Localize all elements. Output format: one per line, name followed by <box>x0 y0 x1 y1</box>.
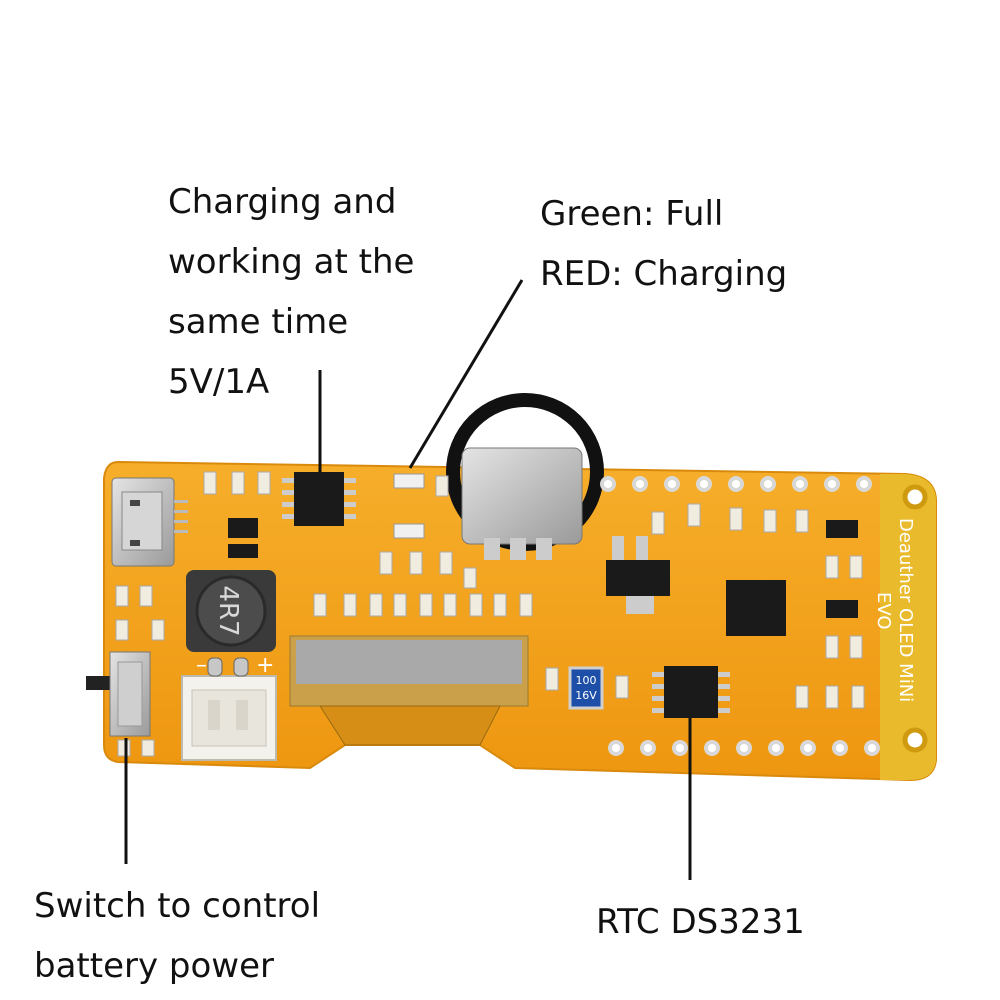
switch-label-line: Switch to control <box>34 886 321 926</box>
led-label: Green: Full RED: Charging <box>540 184 787 304</box>
micro-usb-port <box>111 477 188 567</box>
mounting-hole <box>902 484 928 510</box>
charging-ic <box>282 472 356 526</box>
led-label-line: RED: Charging <box>540 254 788 294</box>
charging-label-line: 5V/1A <box>168 362 270 402</box>
callout-lines <box>124 279 692 880</box>
switch-label-line: battery power <box>34 946 274 986</box>
inductor: 4R7 <box>186 570 276 652</box>
oled-flex-connector <box>289 635 529 746</box>
microcontroller <box>726 580 786 636</box>
mounting-hole <box>902 727 928 753</box>
connector-minus-mark: – <box>196 653 207 678</box>
rtc-label: RTC DS3231 <box>596 892 805 952</box>
inductor-marking: 4R7 <box>213 585 243 636</box>
silkscreen-line-1: Deauther OLED MiNi <box>895 518 916 702</box>
charge-led <box>393 473 425 489</box>
capacitor-marking-value: 100 <box>576 674 597 687</box>
charging-label-line: working at the <box>168 242 415 282</box>
header-pins-bottom <box>608 740 880 756</box>
slide-switch <box>86 651 151 737</box>
rtc-label-line: RTC DS3231 <box>596 902 805 942</box>
callout-line-led <box>408 279 524 469</box>
connector-plus-mark: + <box>256 653 274 678</box>
charging-label-line: same time <box>168 302 349 342</box>
battery-connector: – + <box>181 653 277 761</box>
voltage-regulator <box>606 536 670 614</box>
tantalum-capacitor: 100 16V <box>568 666 604 710</box>
coin-cell-holder <box>446 393 604 560</box>
switch-label: Switch to control battery power <box>34 876 320 996</box>
charging-label: Charging and working at the same time 5V… <box>168 172 414 412</box>
led-label-line: Green: Full <box>540 194 724 234</box>
smd-components <box>115 471 865 757</box>
silkscreen-text: Deauther OLED MiNi EVO <box>873 518 916 702</box>
silkscreen-line-2: EVO <box>873 592 894 630</box>
header-pins-top <box>600 476 872 492</box>
capacitor-marking-voltage: 16V <box>575 689 597 702</box>
rtc-chip <box>652 666 730 718</box>
full-led <box>393 523 425 539</box>
charging-label-line: Charging and <box>168 182 397 222</box>
